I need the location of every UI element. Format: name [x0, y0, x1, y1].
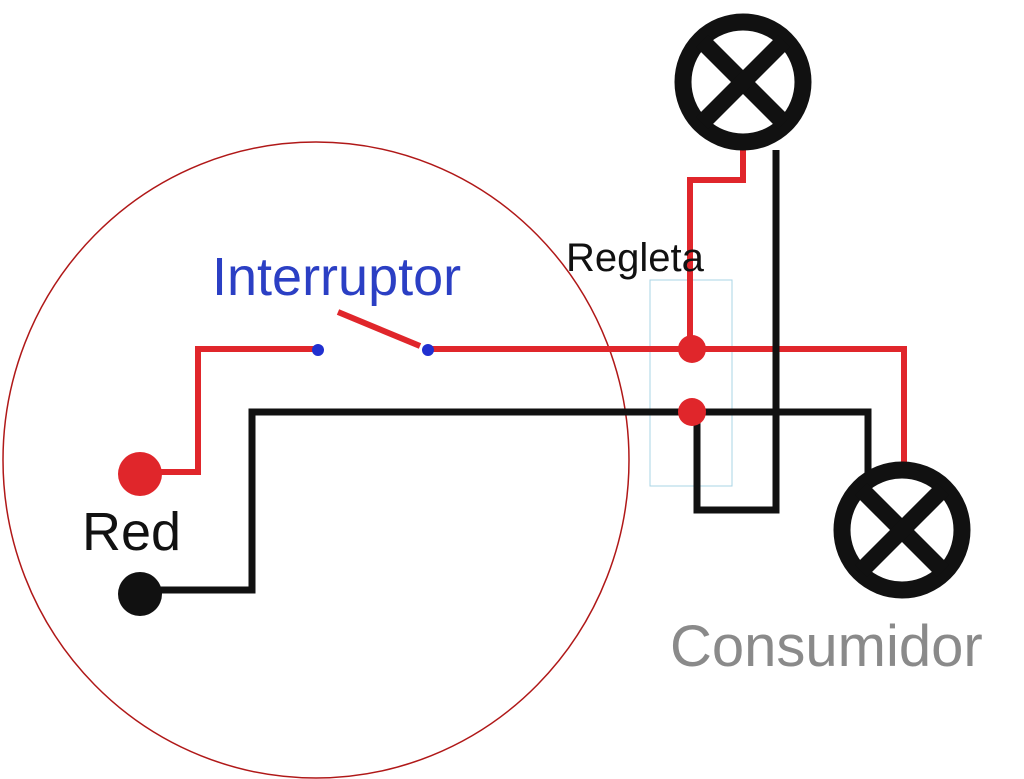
phase-wire-switch-to-bottom-lamp — [428, 346, 907, 465]
regleta-neutral-dot — [678, 398, 706, 426]
consumidor-label: Consumidor — [670, 614, 983, 679]
switch-contact-right — [422, 344, 434, 356]
neutral-wire-top-lamp-loop — [693, 150, 780, 514]
red-label: Red — [82, 502, 182, 562]
neutral-wire-mains-to-bottom-lamp — [155, 408, 872, 594]
phase-wire-mains-to-switch — [148, 346, 318, 475]
phase-wire-top-lamp — [687, 150, 746, 360]
mains-phase-terminal — [118, 452, 162, 496]
switch-icon — [312, 344, 434, 356]
phase-wires — [148, 150, 907, 475]
switch-contact-left — [312, 344, 324, 356]
regleta-label: Regleta — [566, 236, 704, 280]
neutral-wires — [155, 150, 872, 594]
lamp-icon — [833, 461, 971, 599]
interruptor-label: Interruptor — [212, 247, 462, 307]
regleta-phase-dot — [678, 335, 706, 363]
mains-neutral-terminal — [118, 572, 162, 616]
lamp-icon — [674, 13, 812, 151]
highlight-circle — [2, 141, 630, 779]
phase-wire-switch-lever — [336, 309, 422, 349]
